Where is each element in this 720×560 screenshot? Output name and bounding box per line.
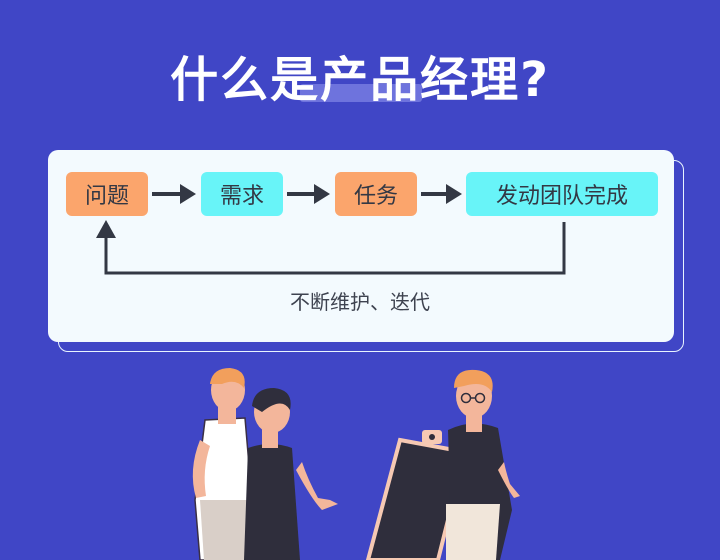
loop-label: 不断维护、迭代	[290, 290, 430, 314]
step-team-complete: 发动团队完成	[466, 172, 658, 216]
arrow-1	[152, 184, 196, 204]
step-task: 任务	[335, 172, 417, 216]
arrow-3	[421, 184, 462, 204]
step-requirement: 需求	[201, 172, 283, 216]
person-black-dress	[244, 388, 338, 560]
display-board-icon	[365, 430, 468, 560]
title-highlight	[300, 84, 422, 102]
person-dark-shirt	[446, 369, 520, 560]
page-title: 什么是产品经理?	[170, 52, 550, 108]
arrow-2	[287, 184, 330, 204]
step-problem: 问题	[66, 172, 148, 216]
loop-arrowhead	[96, 220, 116, 238]
person-white-shirt	[192, 368, 253, 560]
loop-arrow	[104, 222, 566, 275]
